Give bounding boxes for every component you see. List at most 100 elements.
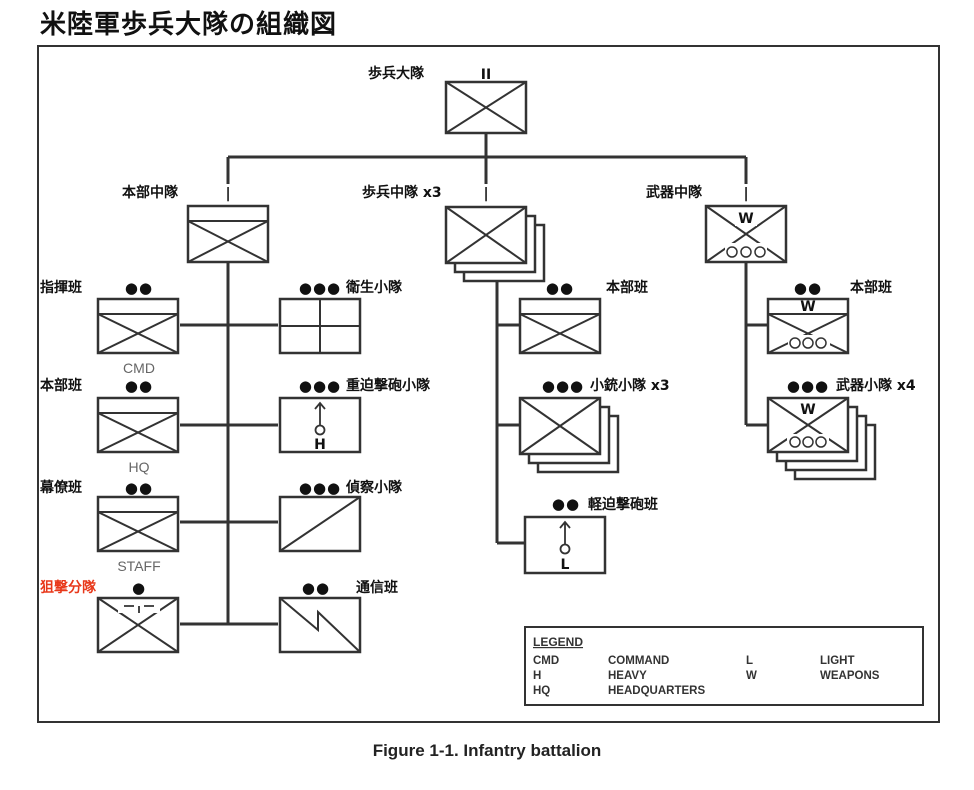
wpn-hq-section-label: 本部班: [850, 279, 892, 296]
hq-company-symbol: [186, 204, 270, 264]
weapons-company-w: W: [738, 211, 753, 227]
hq-section-label: 本部班: [40, 377, 82, 394]
weapons-platoon-echelon: ●●●: [787, 377, 829, 395]
signal-section-symbol: [278, 596, 362, 654]
command-section-unit: 指揮班 ●● CMD: [40, 279, 180, 376]
weapons-platoon-x2: [767, 397, 849, 453]
figure-caption: Figure 1-1. Infantry battalion: [372, 741, 602, 760]
mortar-arrow-icon: [314, 401, 326, 426]
light-mortar-base-icon: [559, 543, 571, 555]
wpn-hq-circle-2: [802, 337, 814, 349]
infantry-company-label: 歩兵中隊 x3: [362, 184, 442, 201]
heavy-mortar-platoon-echelon: ●●●: [299, 377, 341, 395]
command-section-label: 指揮班: [40, 279, 82, 296]
rifle-platoon-echelon: ●●●: [542, 377, 584, 395]
connector-lines: [180, 133, 768, 626]
battalion-unit: 歩兵大隊 II: [368, 65, 528, 135]
signal-section-unit: ●● 通信班: [278, 579, 398, 654]
command-section-sublabel: CMD: [123, 360, 155, 376]
weapons-platoon-circle-3: [815, 436, 827, 448]
legend: LEGEND CMD COMMAND H HEAVY HQ HEADQUARTE…: [524, 626, 924, 706]
legend-abbr-h: H: [533, 670, 541, 682]
sniper-squad-echelon: ●: [132, 579, 146, 597]
medical-platoon-echelon: ●●●: [299, 279, 341, 297]
staff-section-unit: 幕僚班 ●● STAFF: [39, 479, 180, 574]
sniper-mark-icon: [124, 605, 154, 613]
hq-section-echelon: ●●: [125, 377, 153, 395]
weapons-platoon-label: 武器小隊 x4: [836, 377, 916, 394]
weapons-platoon-circle-1: [789, 436, 801, 448]
diagram-frame: [37, 45, 940, 723]
legend-meaning-hq: HEADQUARTERS: [608, 685, 705, 697]
battalion-label: 歩兵大隊: [368, 65, 425, 82]
legend-abbr-hq: HQ: [533, 685, 550, 697]
infantry-company-x2: [445, 206, 527, 264]
weapons-platoon-unit: ●●● 武器小隊 x4 W: [766, 377, 916, 481]
wpn-hq-section-x2: [767, 313, 849, 354]
rifle-platoon-unit: ●●● 小銃小隊 x3: [518, 377, 670, 474]
scout-diagonal: [279, 496, 361, 552]
inf-hq-section-label: 本部班: [606, 279, 648, 296]
legend-meaning-w: WEAPONS: [820, 670, 880, 682]
signal-section-echelon: ●●: [302, 579, 330, 597]
heavy-mortar-letter: H: [314, 437, 326, 453]
light-mortar-arrow-icon: [559, 520, 571, 545]
staff-section-symbol: [96, 495, 180, 553]
weapons-company-label: 武器中隊: [646, 184, 703, 201]
weapons-company-x2: [705, 205, 787, 263]
scout-platoon-echelon: ●●●: [299, 479, 341, 497]
sniper-squad-x2: [97, 597, 179, 653]
inf-hq-section-echelon: ●●: [546, 279, 574, 297]
light-mortar-letter: L: [561, 557, 570, 573]
weapons-company-circle-3: [754, 246, 766, 258]
inf-hq-section-symbol: [518, 297, 602, 355]
light-mortar-section-label: 軽迫撃砲班: [588, 496, 658, 513]
hq-company-unit: 本部中隊 |: [122, 184, 270, 264]
infantry-company-unit: 歩兵中隊 x3 |: [362, 184, 546, 283]
rifle-platoon-x2: [519, 397, 601, 455]
lightning-icon: [279, 597, 361, 653]
medical-platoon-unit: ●●● 衛生小隊: [278, 279, 403, 355]
wpn-hq-circle-1: [789, 337, 801, 349]
inf-hq-section-x2: [519, 313, 601, 354]
legend-meaning-h: HEAVY: [608, 670, 647, 682]
page-title: 米陸軍歩兵大隊の組織図: [40, 10, 338, 40]
wpn-hq-section-w: W: [800, 299, 815, 315]
heavy-mortar-platoon-label: 重迫撃砲小隊: [346, 377, 431, 394]
sniper-squad-unit: 狙撃分隊 ●: [40, 579, 180, 654]
heavy-mortar-platoon-unit: ●●● 重迫撃砲小隊 H: [278, 377, 431, 454]
hq-company-echelon: |: [225, 186, 230, 202]
hq-section-symbol: [96, 396, 180, 454]
battalion-x2: [445, 81, 527, 134]
hq-section-sublabel: HQ: [129, 459, 150, 475]
light-mortar-section-echelon: ●●: [552, 495, 580, 513]
medical-platoon-label: 衛生小隊: [345, 279, 403, 296]
command-section-symbol: [96, 297, 180, 355]
legend-abbr-cmd: CMD: [533, 655, 559, 667]
legend-box: [524, 626, 924, 706]
staff-section-echelon: ●●: [125, 479, 153, 497]
weapons-platoon-circle-2: [802, 436, 814, 448]
wpn-hq-section-unit: ●● 本部班 W: [766, 279, 892, 355]
scout-platoon-label: 偵察小隊: [345, 479, 403, 496]
command-section-echelon: ●●: [125, 279, 153, 297]
command-section-x2: [97, 313, 179, 354]
hq-company-label: 本部中隊: [122, 184, 179, 201]
mortar-base-icon: [314, 424, 326, 436]
staff-section-label: 幕僚班: [39, 479, 82, 496]
wpn-hq-circle-3: [815, 337, 827, 349]
legend-abbr-l: L: [746, 655, 753, 667]
hq-section-x2: [97, 412, 179, 453]
scout-platoon-unit: ●●● 偵察小隊: [278, 479, 403, 553]
weapons-company-unit: 武器中隊 | W: [646, 184, 788, 264]
inf-hq-section-unit: ●● 本部班: [518, 279, 648, 355]
wpn-hq-section-w-bg: [800, 301, 816, 313]
wpn-hq-section-echelon: ●●: [794, 279, 822, 297]
hq-company-x2: [187, 220, 269, 263]
staff-section-sublabel: STAFF: [117, 558, 160, 574]
weapons-platoon-w: W: [800, 402, 815, 418]
rifle-platoon-label: 小銃小隊 x3: [590, 377, 670, 394]
weapons-platoon-w-bg: [798, 402, 818, 417]
staff-section-x2: [97, 511, 179, 552]
